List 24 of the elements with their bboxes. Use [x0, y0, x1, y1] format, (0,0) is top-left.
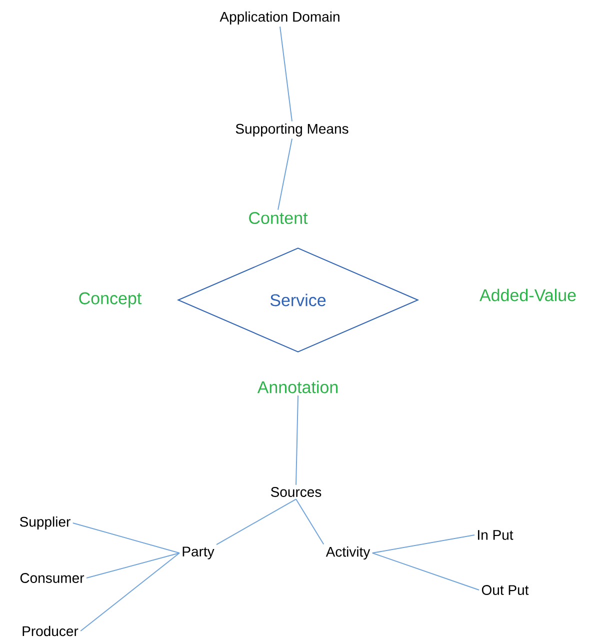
connector-line [216, 498, 296, 546]
node-label: Sources [270, 487, 322, 497]
node-label: Concept [79, 292, 142, 308]
node-label: Supporting Means [236, 123, 348, 137]
node-label: Out Put [482, 585, 529, 595]
node-label: Consumer [20, 573, 84, 583]
node-label: In Put [478, 530, 514, 540]
connector-line [72, 522, 180, 554]
node-label: Application Domain [220, 11, 340, 25]
node-label: Added-Value [480, 288, 576, 302]
connector-line [372, 552, 480, 590]
node-label: Activity [326, 546, 370, 560]
node-label: Producer [22, 626, 78, 636]
connector-line [278, 138, 292, 210]
connector-line [296, 498, 324, 545]
node-label: Supplier [20, 516, 70, 530]
connector-line [372, 534, 476, 554]
connector-line [86, 552, 180, 578]
node-label: Annotation [257, 380, 338, 394]
node-label: Content [249, 212, 308, 224]
connector-line [280, 26, 292, 122]
node-label: Party [182, 546, 214, 560]
connector-line [296, 394, 298, 486]
connector-line [80, 552, 180, 632]
